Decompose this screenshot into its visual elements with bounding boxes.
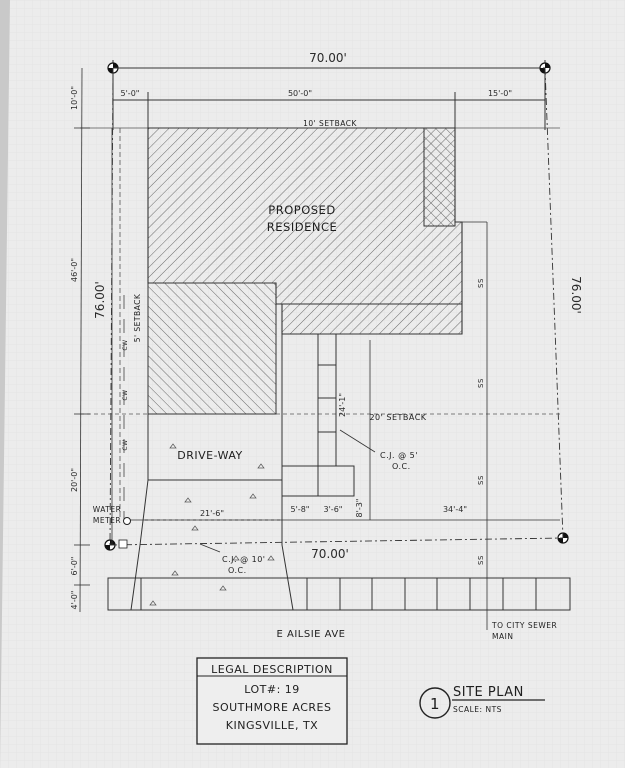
legal-title: LEGAL DESCRIPTION: [211, 663, 333, 676]
property-lines: [109, 67, 564, 546]
cj-drive-label-line2: O.C.: [228, 566, 247, 575]
water-meter-label-line1: WATER: [93, 505, 122, 514]
detail-number: 1: [430, 695, 440, 713]
ss-mark: SS: [477, 378, 485, 388]
driveway-label: DRIVE-WAY: [177, 449, 243, 462]
ss-mark: SS: [477, 555, 485, 565]
sewer-label-line2: MAIN: [492, 632, 513, 641]
house-depth-dimension: 46'-0": [70, 258, 79, 282]
ss-mark: SS: [477, 278, 485, 288]
top-width-dimension: 70.00': [309, 51, 347, 65]
proposed-residence: [147, 127, 463, 415]
cw-mark: CW: [122, 339, 129, 350]
front-dimension-lines: [130, 340, 560, 521]
cj-drive-label-line1: C.J. @ 10': [222, 555, 266, 564]
residence-label-line1: PROPOSED: [268, 203, 335, 217]
walk-offset-dimension: 5'-8": [291, 505, 310, 514]
left-dimension-lines: [74, 67, 113, 613]
water-line: CW CW CW: [122, 295, 129, 520]
concrete-texture: [149, 443, 275, 606]
setback-10-label: 10' SETBACK: [303, 119, 357, 128]
ss-mark: SS: [477, 475, 485, 485]
row-6-dimension: 6'-0": [70, 557, 79, 576]
cw-mark: CW: [122, 439, 129, 450]
title-block: [419, 687, 545, 719]
legal-city: KINGSVILLE, TX: [226, 719, 318, 732]
front-yard-dimension: 20'-0": [70, 468, 79, 492]
drive-width-dimension: 21'-6": [200, 509, 224, 518]
water-meter-label-line2: METER: [93, 516, 121, 525]
front-walk: [281, 333, 355, 497]
legal-lot: LOT#: 19: [244, 683, 300, 696]
walk-width-dimension: 3'-6": [324, 505, 343, 514]
left-depth-dimension: 76.00': [93, 281, 107, 319]
walk-depth-8-dimension: 8'-3": [355, 499, 364, 518]
scale-label: SCALE: NTS: [453, 705, 502, 714]
cj-walk-label-line1: C.J. @ 5': [380, 451, 418, 460]
sewer-label-line1: TO CITY SEWER: [491, 621, 557, 630]
house-width-dimension: 50'-0": [288, 89, 312, 98]
cw-mark: CW: [122, 389, 129, 400]
water-meter: [118, 517, 131, 549]
bottom-width-dimension: 70.00': [311, 547, 349, 561]
left-side-dimension: 5'-0": [121, 89, 140, 98]
street-label: E AILSIE AVE: [276, 629, 345, 640]
cj-walk-label-line2: O.C.: [392, 462, 411, 471]
setback-20-label: 20' SETBACK: [369, 413, 426, 422]
sewer-line: [462, 221, 488, 630]
public-sidewalk: [107, 577, 571, 611]
right-depth-dimension: 76.00': [569, 276, 583, 314]
row-4-dimension: 4'-0": [70, 591, 79, 610]
site-plan-title: SITE PLAN: [453, 685, 524, 700]
residence-label-line2: RESIDENCE: [267, 220, 337, 234]
walk-depth-dimension: 24'-1": [338, 393, 347, 417]
setback-5-label: 5' SETBACK: [133, 293, 142, 342]
right-yard-dimension: 34'-4": [443, 505, 467, 514]
legal-subdivision: SOUTHMORE ACRES: [212, 701, 331, 714]
top-strip-dimension: 10'-0": [70, 86, 79, 110]
right-side-dimension: 15'-0": [488, 89, 512, 98]
legal-description-box: [196, 657, 348, 745]
